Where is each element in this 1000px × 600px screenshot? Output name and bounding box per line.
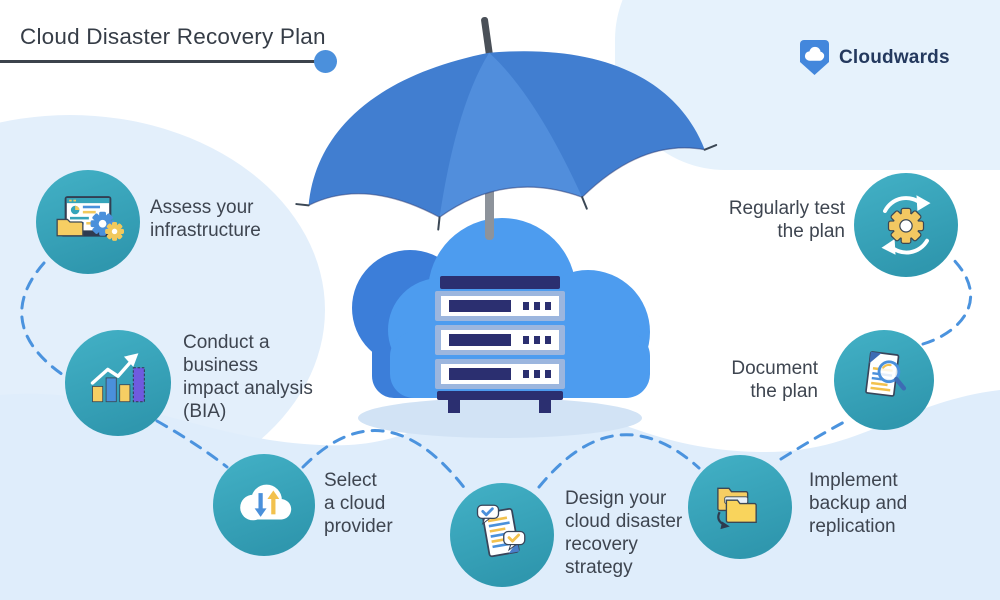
step-label-test: Regularly test the plan: [728, 198, 845, 242]
step-connectors: [20, 255, 972, 492]
umbrella-icon: [295, 17, 718, 231]
step-icon-strategy: [450, 483, 554, 587]
step-label-assess: Assess your infrastructure: [150, 197, 261, 241]
bar-chart-growth-icon: [90, 353, 145, 403]
step-icon-test: [854, 173, 958, 277]
checklist-notes-icon: [476, 504, 526, 558]
server-shadow: [358, 398, 642, 438]
title-underline: [0, 60, 319, 63]
step-icon-assess-infrastructure: [36, 170, 140, 274]
cloud-transfer-icon: [240, 484, 292, 521]
duplicate-folders-icon: [717, 487, 757, 530]
gear-refresh-icon: [881, 195, 931, 255]
step-icon-cloud-provider: [213, 454, 315, 556]
step-icon-bia: [65, 330, 171, 436]
page-title: Cloud Disaster Recovery Plan: [20, 24, 326, 49]
cloudwards-shield-icon: [800, 40, 829, 75]
server-rack-icon: [435, 276, 565, 413]
step-icon-document: [834, 330, 934, 430]
title-dot: [314, 50, 337, 73]
laptop-gears-icon: [56, 196, 124, 241]
brand-logo: Cloudwards: [799, 39, 950, 77]
step-icon-backup: [688, 455, 792, 559]
step-label-strategy: Design your cloud disaster recovery stra…: [565, 488, 683, 578]
step-label-backup: Implement backup and replication: [809, 470, 908, 537]
step-label-bia: Conduct a business impact analysis (BIA): [183, 332, 313, 422]
brand-name: Cloudwards: [839, 47, 950, 68]
document-magnifier-icon: [865, 351, 907, 397]
step-label-document: Document the plan: [731, 358, 818, 402]
step-label-provider: Select a cloud provider: [324, 470, 393, 537]
